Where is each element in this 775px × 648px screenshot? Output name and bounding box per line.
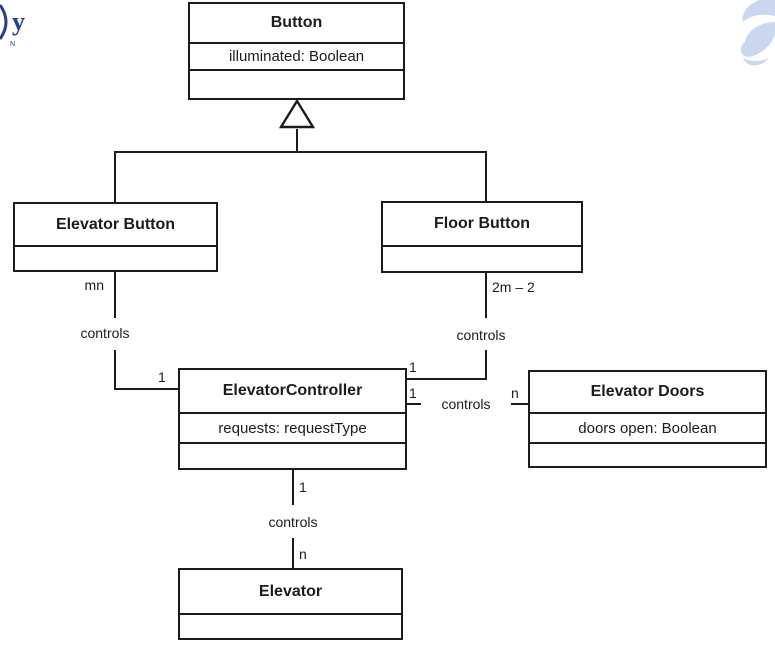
generalization-triangle-icon [279, 99, 315, 129]
inherit-crossbar-line [114, 151, 487, 153]
multiplicity-left-one: 1 [158, 369, 166, 385]
class-button-attribute: illuminated: Boolean [190, 44, 403, 71]
watermark-swirl-icon [735, 0, 775, 68]
class-elevator-controller-operations [180, 444, 405, 468]
assoc-right-line-lower [485, 350, 487, 380]
multiplicity-bottom-one: 1 [299, 479, 307, 495]
class-elevator: Elevator [178, 568, 403, 640]
inherit-stem-line [296, 129, 298, 152]
class-elevator-controller-title: ElevatorController [180, 370, 405, 414]
publisher-logo-fragment: y N [0, 2, 42, 50]
class-elevator-button-operations [15, 247, 216, 270]
assoc-bottom-label: controls [268, 514, 318, 530]
class-elevator-doors-operations [530, 444, 765, 466]
class-elevator-controller: ElevatorController requests: requestType [178, 368, 407, 470]
multiplicity-doors-one: 1 [409, 385, 417, 401]
multiplicity-right-one: 1 [409, 359, 417, 375]
class-elevator-controller-attribute: requests: requestType [180, 414, 405, 444]
class-floor-button: Floor Button [381, 201, 583, 273]
assoc-bottom-line-lower [292, 538, 294, 568]
multiplicity-2m-2: 2m – 2 [492, 279, 535, 295]
assoc-left-line-lower [114, 350, 116, 390]
assoc-right-line-elbow [407, 378, 487, 380]
class-elevator-button-title: Elevator Button [15, 204, 216, 247]
class-button: Button illuminated: Boolean [188, 2, 405, 100]
class-elevator-button: Elevator Button [13, 202, 218, 272]
multiplicity-mn: mn [84, 277, 104, 293]
assoc-bottom-line-upper [292, 470, 294, 505]
class-floor-button-operations [383, 247, 581, 271]
class-elevator-doors-title: Elevator Doors [530, 372, 765, 414]
class-elevator-operations [180, 615, 401, 638]
logo-swirl-icon: y N [0, 4, 25, 48]
class-elevator-doors-attribute: doors open: Boolean [530, 414, 765, 444]
class-elevator-title: Elevator [180, 570, 401, 615]
svg-text:y: y [12, 7, 25, 36]
inherit-drop-left-line [114, 151, 116, 202]
class-floor-button-title: Floor Button [383, 203, 581, 247]
assoc-left-line-upper [114, 272, 116, 318]
assoc-left-label: controls [80, 325, 130, 341]
assoc-left-line-elbow [114, 388, 178, 390]
svg-text:N: N [10, 41, 15, 48]
class-button-title: Button [190, 4, 403, 44]
inherit-drop-right-line [485, 151, 487, 201]
class-button-operations [190, 71, 403, 98]
class-elevator-doors: Elevator Doors doors open: Boolean [528, 370, 767, 468]
assoc-doors-label: controls [421, 396, 511, 412]
multiplicity-doors-n: n [511, 385, 519, 401]
assoc-right-line-upper [485, 273, 487, 318]
assoc-right-label: controls [456, 327, 506, 343]
multiplicity-bottom-n: n [299, 546, 307, 562]
